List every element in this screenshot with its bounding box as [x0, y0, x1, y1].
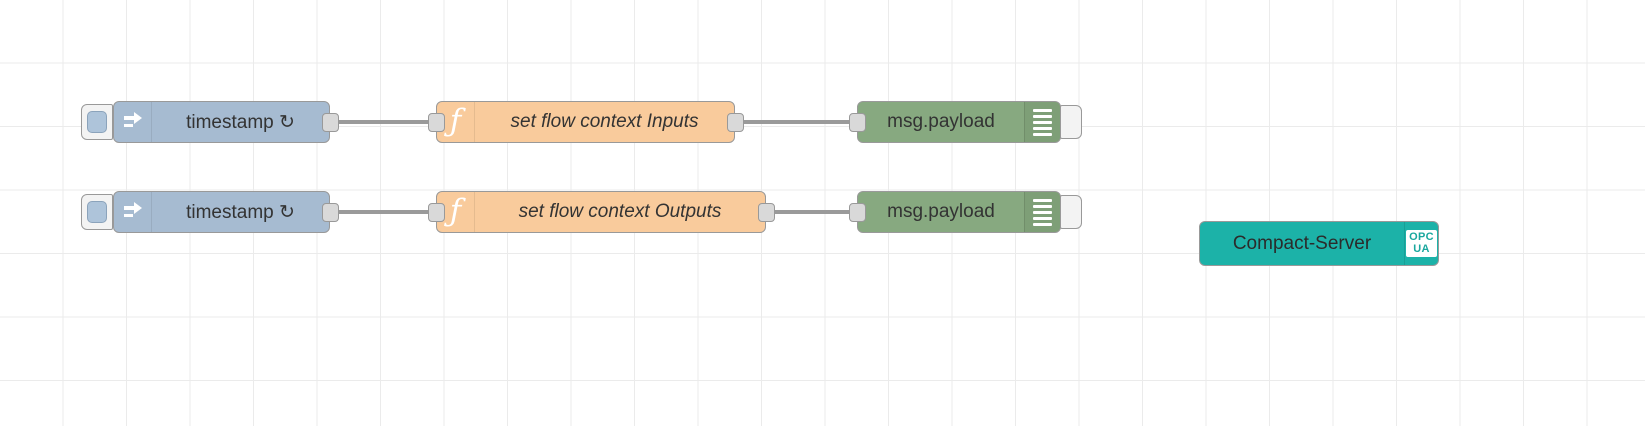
port-output-inject-2[interactable]	[322, 203, 339, 222]
node-debug-label-2: msg.payload	[887, 201, 995, 222]
node-opcua-server[interactable]: Compact-Server OPC UA	[1199, 221, 1439, 266]
port-input-function-2[interactable]	[428, 203, 445, 222]
debug-lines-icon-1[interactable]	[1024, 102, 1060, 142]
node-function-label-2: set flow context Outputs	[518, 201, 722, 222]
opcua-badge: OPC UA	[1406, 230, 1437, 257]
port-output-function-1[interactable]	[727, 113, 744, 132]
debug-lines-icon-2[interactable]	[1024, 192, 1060, 232]
node-debug-2[interactable]: msg.payload	[857, 191, 1061, 233]
opcua-badge-top: OPC	[1409, 231, 1434, 244]
node-opcua-label: Compact-Server	[1232, 232, 1372, 254]
inject-arrow-icon-2	[114, 192, 152, 232]
opcua-icon: OPC UA	[1404, 222, 1438, 265]
wire-inject-to-function-2	[330, 210, 436, 214]
inject-trigger-button-1[interactable]	[81, 104, 113, 140]
node-inject-label-2: timestamp ↻	[186, 201, 295, 223]
node-function-1[interactable]: ƒ set flow context Inputs	[436, 101, 735, 143]
function-f-icon-1: ƒ	[437, 102, 475, 142]
function-f-icon-2: ƒ	[437, 192, 475, 232]
node-inject-label-1: timestamp ↻	[186, 111, 295, 133]
inject-trigger-button-2[interactable]	[81, 194, 113, 230]
inject-trigger-glyph-1	[87, 111, 107, 133]
node-debug-1[interactable]: msg.payload	[857, 101, 1061, 143]
node-inject-1[interactable]: timestamp ↻	[113, 101, 330, 143]
node-function-label-1: set flow context Inputs	[510, 111, 699, 132]
port-input-debug-2[interactable]	[849, 203, 866, 222]
node-inject-2[interactable]: timestamp ↻	[113, 191, 330, 233]
port-input-function-1[interactable]	[428, 113, 445, 132]
wire-function-to-debug-2	[762, 210, 857, 214]
node-debug-label-1: msg.payload	[887, 111, 995, 132]
inject-arrow-icon-1	[114, 102, 152, 142]
function-f-glyph-1: ƒ	[449, 102, 462, 139]
opcua-badge-bottom: UA	[1413, 242, 1430, 255]
node-function-2[interactable]: ƒ set flow context Outputs	[436, 191, 766, 233]
debug-enable-toggle-2[interactable]	[1060, 195, 1082, 229]
debug-enable-toggle-1[interactable]	[1060, 105, 1082, 139]
port-output-function-2[interactable]	[758, 203, 775, 222]
port-output-inject-1[interactable]	[322, 113, 339, 132]
inject-trigger-glyph-2	[87, 201, 107, 223]
port-input-debug-1[interactable]	[849, 113, 866, 132]
function-f-glyph-2: ƒ	[449, 192, 462, 229]
wire-inject-to-function-1	[330, 120, 436, 124]
wire-function-to-debug-1	[731, 120, 857, 124]
